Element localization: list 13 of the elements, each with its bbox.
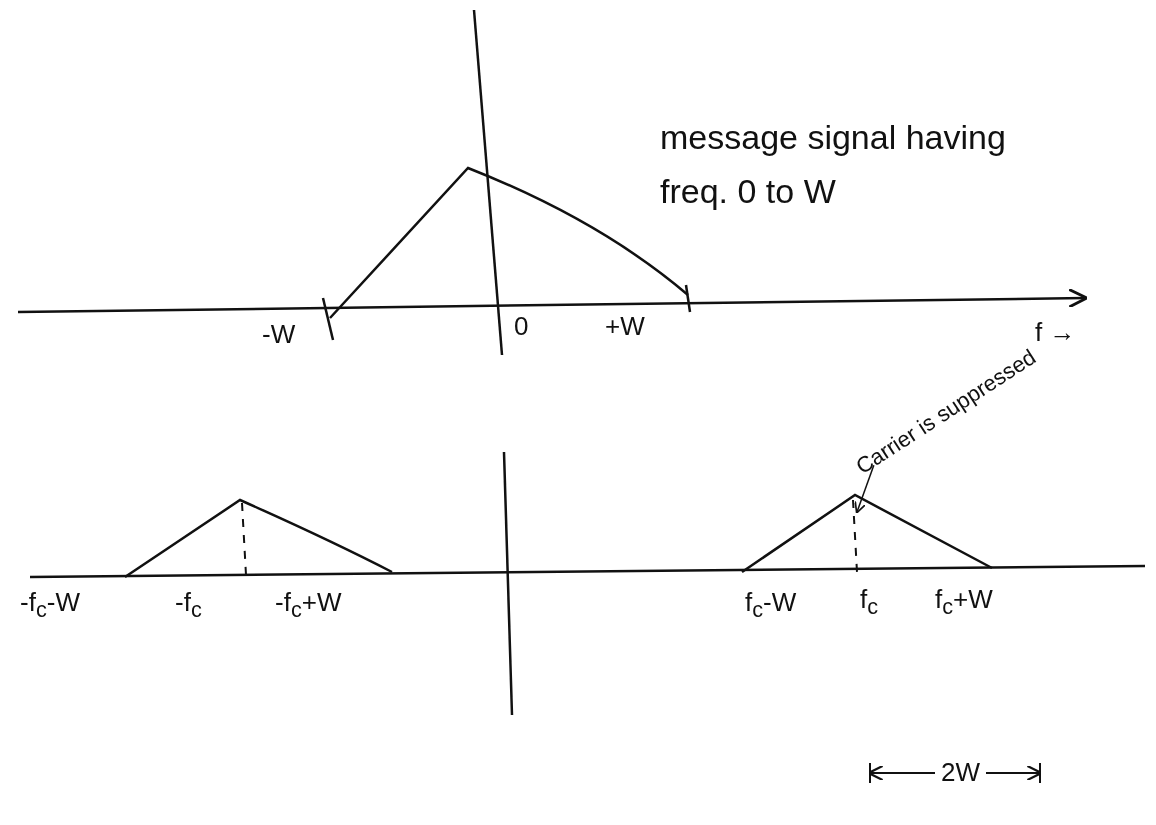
axis-label: 0 — [514, 312, 529, 341]
leader-line — [854, 464, 875, 514]
axis-label: -W — [262, 320, 296, 349]
axis-label: f → — [1035, 318, 1076, 347]
carrier-line — [852, 499, 858, 573]
axis-label: f$_{c}$-W — [745, 588, 797, 622]
note-text: message signal having freq. 0 to W — [660, 117, 1007, 213]
axis-label: f$_{c}$ — [860, 585, 879, 619]
axis-label: f$_{c}$+W — [935, 585, 993, 619]
axis-label: +W — [605, 312, 645, 341]
axis-label: -f$_{c}$ — [175, 588, 202, 622]
axis-label: -f$_{c}$+W — [275, 588, 342, 622]
axis-label: -f$_{c}$-W — [20, 588, 80, 622]
